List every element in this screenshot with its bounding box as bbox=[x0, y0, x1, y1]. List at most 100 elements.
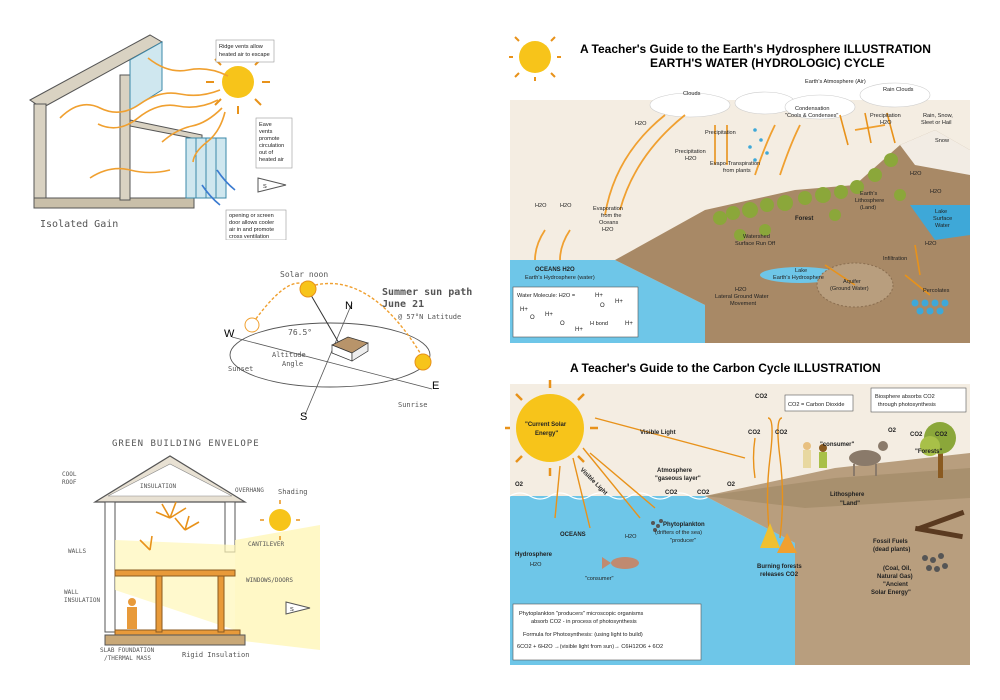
precip-h2o-right-1: Precipitation bbox=[870, 113, 901, 119]
h2o-label-5: H2O bbox=[930, 189, 942, 195]
foundation bbox=[104, 634, 246, 646]
phyto-label-2: (drifters of the sea) bbox=[655, 530, 702, 536]
slab-label-1: SLAB FOUNDATION bbox=[100, 647, 155, 654]
envelope-south-label: S bbox=[290, 607, 294, 613]
windows-doors-label: WINDOWS/DOORS bbox=[246, 577, 293, 584]
sunset-sun-icon bbox=[244, 317, 260, 333]
eave-callout-line2: vents bbox=[259, 129, 273, 135]
horizon-ellipse bbox=[229, 322, 431, 388]
heat-arrows bbox=[139, 501, 200, 551]
house-section bbox=[29, 34, 227, 209]
envelope-panel: GREEN BUILDING ENVELOPE S CO bbox=[20, 430, 320, 670]
coal-label-1: (Coal, Oil, bbox=[883, 566, 911, 572]
eave-callout-line4: circulation bbox=[259, 143, 284, 149]
co2-label-2: CO2 bbox=[697, 490, 710, 496]
evaporation-label-1: Evaporation bbox=[593, 206, 623, 212]
noon-sun-icon bbox=[299, 280, 317, 298]
box-line-2: absorb CO2 - in process of photosynthesi… bbox=[531, 619, 637, 625]
sun-path-title-2: June 21 bbox=[382, 299, 424, 310]
south-label: S bbox=[263, 184, 267, 190]
co2-def-box bbox=[784, 394, 854, 412]
svg-text:H+: H+ bbox=[520, 307, 528, 313]
atmosphere-label-1: Atmosphere bbox=[657, 468, 693, 474]
shading-sun-icon bbox=[260, 500, 300, 540]
evaporation-label-2: from the bbox=[601, 213, 622, 219]
opening-callout-box bbox=[225, 209, 287, 241]
svg-text:O: O bbox=[600, 303, 605, 309]
snow-cap bbox=[900, 130, 970, 175]
cool-roof-label-1: COOL bbox=[62, 471, 77, 478]
h2o-label-2: H2O bbox=[535, 203, 547, 209]
caribou-icon bbox=[849, 441, 888, 476]
molecule-box bbox=[512, 286, 639, 338]
right-wall bbox=[224, 501, 236, 553]
rain-snow-label-2: Sleet or Hail bbox=[921, 120, 951, 126]
raindrops bbox=[748, 128, 769, 162]
cantilever-label: CANTILEVER bbox=[248, 541, 285, 548]
logs-icon bbox=[914, 509, 965, 540]
svg-text:O: O bbox=[560, 321, 565, 327]
eave-callout-line6: heated air bbox=[259, 157, 284, 163]
hydro-sun-icon bbox=[509, 31, 561, 81]
sunrise-label: Sunrise bbox=[398, 401, 428, 409]
photosynthesis-box bbox=[512, 603, 702, 661]
forest-label: Forest bbox=[795, 216, 813, 222]
biosphere-label-1: Biosphere absorbs CO2 bbox=[875, 394, 935, 400]
house-icon bbox=[331, 336, 369, 362]
lake-surface-label-2: Surface bbox=[933, 216, 952, 222]
ridge-callout-line2: heated air to escape bbox=[219, 52, 270, 58]
people-icon bbox=[803, 442, 827, 468]
eave-callout-line3: promote bbox=[259, 136, 280, 142]
co2-label-1: CO2 bbox=[665, 490, 678, 496]
box-line-4: 6CO2 + 6H2O →(visible light from sun)→ C… bbox=[517, 644, 663, 650]
person-icon bbox=[127, 598, 137, 629]
clouds bbox=[649, 82, 931, 120]
lake-surface-label-3: Water bbox=[935, 223, 950, 229]
altitude-label-2: Angle bbox=[282, 360, 303, 368]
biosphere-box bbox=[870, 387, 967, 413]
co2-def-label: CO2 = Carbon Dioxide bbox=[788, 402, 844, 408]
h2o-label-2: H2O bbox=[625, 534, 637, 540]
oceans-label: OCEANS bbox=[560, 532, 586, 538]
atmosphere-label-2: "gaseous layer" bbox=[655, 476, 701, 482]
precip-h2o-2: H2O bbox=[685, 156, 697, 162]
groundwater-dots bbox=[911, 299, 949, 315]
biosphere-label-2: through photosynthesis bbox=[878, 402, 936, 408]
solar-label-1: "Current Solar bbox=[525, 422, 567, 428]
svg-text:H+: H+ bbox=[615, 299, 623, 305]
evaporation-label-3: Oceans bbox=[599, 220, 618, 226]
atmosphere-label: Earth's Atmosphere (Air) bbox=[805, 79, 866, 85]
co2-label-4: CO2 bbox=[748, 430, 761, 436]
opening-callout-line2: door allows cooler bbox=[229, 220, 274, 226]
evaporation-label-4: H2O bbox=[602, 227, 614, 233]
carbon-panel: A Teacher's Guide to the Carbon Cycle IL… bbox=[505, 358, 975, 665]
phyto-label-3: "producer" bbox=[670, 538, 696, 544]
south-arrow-icon bbox=[285, 601, 311, 615]
molecule-label: Water Molecule: H2O = bbox=[517, 293, 575, 299]
sunlight-beam bbox=[235, 525, 320, 650]
precip-arrows bbox=[714, 112, 931, 296]
envelope-title: GREEN BUILDING ENVELOPE bbox=[112, 439, 260, 449]
angle-label: 76.5° bbox=[288, 328, 312, 337]
svg-text:H+: H+ bbox=[595, 293, 603, 299]
hydro-title-2: EARTH'S WATER (HYDROLOGIC) CYCLE bbox=[650, 56, 885, 70]
east-west-axis bbox=[231, 336, 433, 390]
altitude-label-1: Altitude bbox=[272, 351, 306, 359]
north-south-axis bbox=[304, 302, 353, 416]
oceans-label-2: Earth's Hydrosphere (water) bbox=[525, 275, 595, 281]
cool-air-arrows bbox=[201, 169, 236, 206]
lateral-label-3: Movement bbox=[730, 301, 757, 307]
snow-label: Snow bbox=[935, 138, 950, 144]
aquifer-label-2: (Ground Water) bbox=[830, 286, 869, 292]
eave-callout-line1: Eave bbox=[259, 122, 272, 128]
fire-icon bbox=[760, 523, 797, 553]
walls-label: WALLS bbox=[68, 548, 86, 555]
box-line-3: Formula for Photosynthesis: (using light… bbox=[523, 632, 643, 638]
rigid-insulation-label: Rigid Insulation bbox=[182, 651, 249, 659]
aquifer-label-1: Aquifer bbox=[843, 279, 861, 285]
insulation-label: INSULATION bbox=[140, 483, 177, 490]
lake-surface-label-1: Lake bbox=[935, 209, 947, 215]
solar-noon-label: Solar noon bbox=[280, 270, 328, 279]
co2-label-3: CO2 bbox=[755, 394, 768, 400]
